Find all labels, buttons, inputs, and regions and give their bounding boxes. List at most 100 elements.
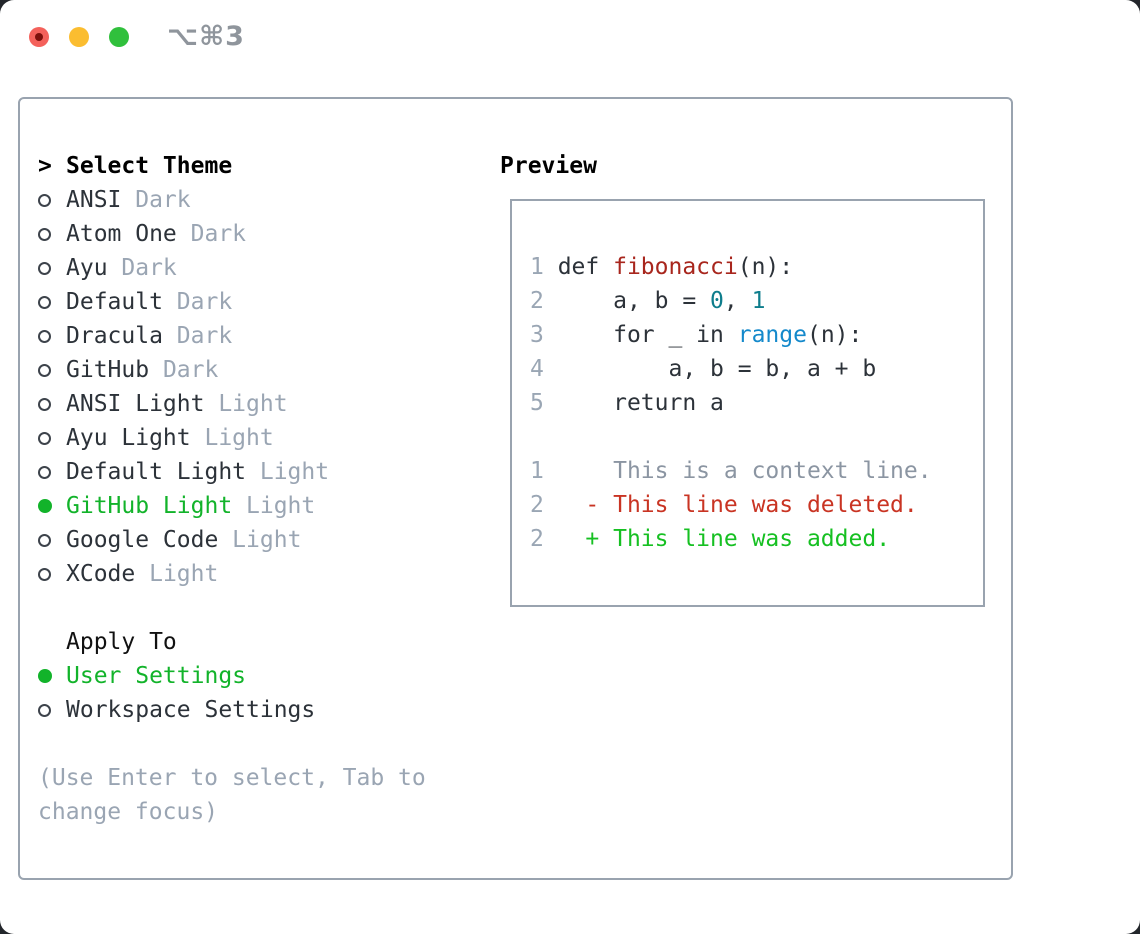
line-number: 2	[530, 492, 558, 518]
theme-variant-label: Light	[218, 527, 302, 553]
theme-variant-label: Light	[232, 493, 316, 519]
theme-item-default[interactable]: Default Dark	[38, 285, 488, 319]
token-code: for _ in	[557, 322, 738, 348]
theme-item-label: ANSI Light	[66, 391, 205, 417]
radio-unselected-icon	[38, 533, 51, 547]
radio-unselected-icon	[38, 465, 51, 479]
theme-item-ansi-light[interactable]: ANSI Light Light	[38, 387, 488, 421]
preview-column: Preview 1 def fibonacci(n):2 a, b = 0, 1…	[500, 149, 985, 607]
apply-option-label: Workspace Settings	[66, 697, 316, 723]
token-code: return a	[557, 390, 724, 416]
theme-item-label: Atom One	[66, 221, 177, 247]
preview-line: 2 a, b = 0, 1	[530, 284, 975, 318]
maximize-button[interactable]	[109, 27, 129, 47]
preview-title: Preview	[500, 153, 597, 179]
theme-variant-label: Dark	[149, 357, 219, 383]
token-function: fibonacci	[613, 254, 738, 280]
radio-slot	[38, 227, 66, 241]
apply-option-user-settings[interactable]: User Settings	[38, 659, 488, 693]
theme-variant-label: Dark	[162, 323, 233, 349]
theme-item-atom-one[interactable]: Atom One Dark	[38, 217, 488, 251]
radio-unselected-icon	[38, 329, 51, 343]
spacer	[38, 591, 488, 625]
apply-option-workspace-settings[interactable]: Workspace Settings	[38, 693, 488, 727]
theme-variant-label: Light	[190, 425, 274, 451]
theme-item-label: Ayu Light	[66, 425, 191, 451]
apply-to-title: Apply To	[66, 629, 177, 655]
radio-slot	[38, 397, 66, 411]
radio-slot	[38, 465, 66, 479]
theme-item-label: Google Code	[66, 527, 219, 553]
theme-item-ayu-light[interactable]: Ayu Light Light	[38, 421, 488, 455]
radio-selected-icon	[38, 669, 52, 683]
theme-item-label: Default	[66, 289, 163, 315]
close-button[interactable]	[29, 27, 49, 47]
theme-list-header-row: > Select Theme	[38, 149, 488, 183]
theme-item-github[interactable]: GitHub Dark	[38, 353, 488, 387]
radio-slot	[38, 431, 66, 445]
theme-variant-label: Light	[135, 561, 219, 587]
token-builtin: range	[737, 322, 807, 348]
theme-list-title: Select Theme	[66, 153, 233, 179]
theme-item-google-code[interactable]: Google Code Light	[38, 523, 488, 557]
traffic-lights	[29, 27, 129, 47]
preview-line: 3 for _ in range(n):	[530, 318, 975, 352]
apply-to-header-row: Apply To	[38, 625, 488, 659]
radio-unselected-icon	[38, 567, 51, 581]
theme-item-label: Ayu	[66, 255, 108, 281]
radio-slot	[38, 669, 66, 683]
radio-slot	[38, 193, 66, 207]
radio-unselected-icon	[38, 397, 51, 411]
theme-variant-label: Dark	[121, 187, 191, 213]
theme-item-ayu[interactable]: Ayu Dark	[38, 251, 488, 285]
token-code: def	[557, 254, 614, 280]
theme-item-label: XCode	[66, 561, 136, 587]
minimize-button[interactable]	[69, 27, 89, 47]
window-title: ⌥⌘3	[167, 21, 245, 52]
theme-variant-label: Dark	[162, 289, 233, 315]
line-number: 1	[530, 254, 558, 280]
radio-unselected-icon	[38, 261, 51, 275]
theme-item-ansi[interactable]: ANSI Dark	[38, 183, 488, 217]
token-code: ,	[723, 288, 752, 314]
token-code: (n):	[737, 254, 794, 280]
theme-item-default-light[interactable]: Default Light Light	[38, 455, 488, 489]
theme-item-xcode[interactable]: XCode Light	[38, 557, 488, 591]
line-number: 3	[530, 322, 558, 348]
theme-item-label: Default Light	[66, 459, 247, 485]
spacer	[38, 727, 488, 761]
radio-unselected-icon	[38, 431, 51, 445]
preview-line: 4 a, b = b, a + b	[530, 352, 975, 386]
preview-line: 1 def fibonacci(n):	[530, 250, 975, 284]
radio-selected-icon	[38, 499, 52, 513]
radio-slot	[38, 295, 66, 309]
theme-item-dracula[interactable]: Dracula Dark	[38, 319, 488, 353]
radio-unselected-icon	[38, 295, 51, 309]
line-number: 2	[530, 526, 558, 552]
theme-item-github-light[interactable]: GitHub Light Light	[38, 489, 488, 523]
radio-unselected-icon	[38, 193, 51, 207]
radio-unselected-icon	[38, 227, 51, 241]
radio-slot	[38, 567, 66, 581]
line-number: 4	[530, 356, 558, 382]
token-deleted: - This line was deleted.	[557, 492, 918, 518]
token-code: a, b = b, a + b	[557, 356, 877, 382]
token-number: 1	[751, 288, 766, 314]
line-number: 2	[530, 288, 558, 314]
theme-variant-label: Light	[204, 391, 288, 417]
token-number: 0	[710, 288, 724, 314]
radio-slot	[38, 499, 66, 513]
focus-caret-icon: >	[38, 153, 52, 179]
radio-unselected-icon	[38, 363, 51, 377]
theme-item-label: Dracula	[66, 323, 163, 349]
line-number: 5	[530, 390, 558, 416]
radio-slot	[38, 329, 66, 343]
preview-line	[530, 420, 975, 454]
radio-slot	[38, 533, 66, 547]
token-context: This is a context line.	[557, 458, 932, 484]
radio-slot	[38, 261, 66, 275]
